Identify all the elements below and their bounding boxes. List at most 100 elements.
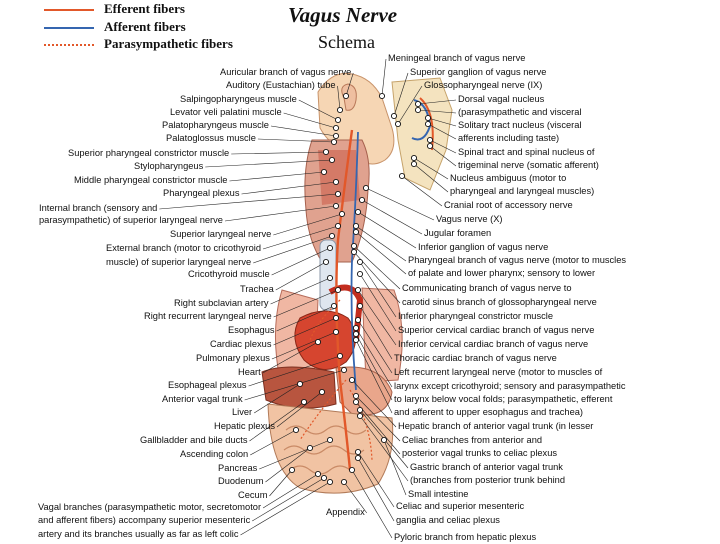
left-marker-13 xyxy=(335,223,340,228)
left-marker-35 xyxy=(341,479,346,484)
left-label-6: Superior pharyngeal constrictor muscle xyxy=(68,147,229,160)
right-label-35: Pyloric branch from hepatic plexus xyxy=(394,531,536,544)
right-marker-17 xyxy=(351,243,356,248)
left-label-19: Esophagus xyxy=(228,324,275,337)
right-marker-5 xyxy=(425,115,430,120)
left-label-11: parasympathetic) of superior laryngeal n… xyxy=(39,214,223,227)
right-marker-9 xyxy=(411,155,416,160)
left-label-32: Vagal branches (parasympathetic motor, s… xyxy=(38,501,261,514)
left-label-8: Middle pharyngeal constrictor muscle xyxy=(74,174,227,187)
left-marker-11 xyxy=(333,203,338,208)
left-label-23: Esophageal plexus xyxy=(168,379,247,392)
diagram-title: Vagus Nerve xyxy=(288,3,397,28)
right-marker-1 xyxy=(391,113,396,118)
left-label-2: Salpingopharyngeus muscle xyxy=(180,93,297,106)
left-marker-18 xyxy=(335,287,340,292)
right-marker-28 xyxy=(353,393,358,398)
right-marker-0 xyxy=(379,93,384,98)
right-label-14: Inferior ganglion of vagus nerve xyxy=(418,241,548,254)
right-label-12: Vagus nerve (X) xyxy=(436,213,503,226)
right-label-10: pharyngeal and laryngeal muscles) xyxy=(450,185,594,198)
left-label-30: Duodenum xyxy=(218,475,263,488)
left-label-34: artery and its branches usually as far a… xyxy=(38,528,239,541)
right-label-8: trigeminal nerve (somatic afferent) xyxy=(458,159,599,172)
legend-label-efferent: Efferent fibers xyxy=(104,1,185,17)
left-label-7: Stylopharyngeus xyxy=(134,160,203,173)
left-marker-16 xyxy=(323,259,328,264)
left-marker-34 xyxy=(327,479,332,484)
left-marker-30 xyxy=(307,445,312,450)
left-label-35: Appendix xyxy=(326,506,365,519)
right-leader-12 xyxy=(366,188,434,220)
right-marker-35 xyxy=(349,467,354,472)
left-marker-23 xyxy=(337,353,342,358)
right-label-34: ganglia and celiac plexus xyxy=(396,514,500,527)
left-label-15: Cricothyroid muscle xyxy=(188,268,270,281)
left-marker-0 xyxy=(343,93,348,98)
right-label-30: Gastric branch of anterior vagal trunk xyxy=(410,461,563,474)
right-marker-29 xyxy=(353,399,358,404)
left-marker-33 xyxy=(321,475,326,480)
left-label-13: External branch (motor to cricothyroid xyxy=(106,242,261,255)
right-marker-25 xyxy=(353,331,358,336)
left-label-12: Superior laryngeal nerve xyxy=(170,228,271,241)
left-marker-9 xyxy=(333,179,338,184)
right-marker-31 xyxy=(357,413,362,418)
right-marker-15 xyxy=(353,223,358,228)
trachea xyxy=(320,240,336,310)
left-marker-26 xyxy=(319,389,324,394)
left-label-24: Anterior vagal trunk xyxy=(162,393,243,406)
right-label-17: Communicating branch of vagus nerve to xyxy=(402,282,572,295)
left-marker-15 xyxy=(327,245,332,250)
left-marker-32 xyxy=(315,471,320,476)
right-marker-34 xyxy=(355,455,360,460)
right-label-20: Superior cervical cardiac branch of vagu… xyxy=(398,324,594,337)
right-label-22: Thoracic cardiac branch of vagus nerve xyxy=(394,352,557,365)
right-marker-14 xyxy=(355,209,360,214)
right-marker-32 xyxy=(381,437,386,442)
right-label-18: carotid sinus branch of glossopharyngeal… xyxy=(402,296,597,309)
left-marker-2 xyxy=(335,117,340,122)
right-marker-30 xyxy=(357,407,362,412)
left-label-1: Auditory (Eustachian) tube xyxy=(226,79,336,92)
left-label-28: Ascending colon xyxy=(180,448,248,461)
legend-line-afferent xyxy=(44,27,94,29)
left-marker-5 xyxy=(331,139,336,144)
left-marker-31 xyxy=(289,467,294,472)
right-label-5: Solitary tract nucleus (visceral xyxy=(458,119,581,132)
left-label-0: Auricular branch of vagus nerve xyxy=(220,66,351,79)
left-label-4: Palatopharyngeus muscle xyxy=(162,119,269,132)
right-leader-13 xyxy=(362,200,422,234)
legend-label-afferent: Afferent fibers xyxy=(104,19,186,35)
right-marker-8 xyxy=(427,143,432,148)
left-marker-22 xyxy=(315,339,320,344)
right-label-23: Left recurrent laryngeal nerve (motor to… xyxy=(394,366,602,379)
right-label-0: Meningeal branch of vagus nerve xyxy=(388,52,525,65)
right-label-9: Nucleus ambiguus (motor to xyxy=(450,172,566,185)
left-label-29: Pancreas xyxy=(218,462,257,475)
right-marker-23 xyxy=(355,317,360,322)
left-label-18: Right recurrent laryngeal nerve xyxy=(144,310,272,323)
right-label-4: (parasympathetic and visceral xyxy=(458,106,582,119)
right-label-19: Inferior pharyngeal constrictor muscle xyxy=(398,310,553,323)
right-marker-3 xyxy=(415,101,420,106)
right-label-29: posterior vagal trunks to celiac plexus xyxy=(402,447,557,460)
legend-line-parasympathetic xyxy=(44,44,94,46)
right-label-13: Jugular foramen xyxy=(424,227,491,240)
right-marker-13 xyxy=(359,197,364,202)
left-marker-14 xyxy=(329,233,334,238)
right-label-6: afferents including taste) xyxy=(458,132,559,145)
right-leader-14 xyxy=(358,212,416,248)
right-marker-12 xyxy=(363,185,368,190)
left-marker-29 xyxy=(327,437,332,442)
left-marker-1 xyxy=(337,107,342,112)
left-label-27: Gallbladder and bile ducts xyxy=(140,434,248,447)
right-marker-7 xyxy=(427,137,432,142)
legend-label-parasympathetic: Parasympathetic fibers xyxy=(104,36,233,52)
right-label-3: Dorsal vagal nucleus xyxy=(458,93,544,106)
right-marker-21 xyxy=(355,287,360,292)
right-marker-2 xyxy=(395,121,400,126)
left-marker-20 xyxy=(333,315,338,320)
